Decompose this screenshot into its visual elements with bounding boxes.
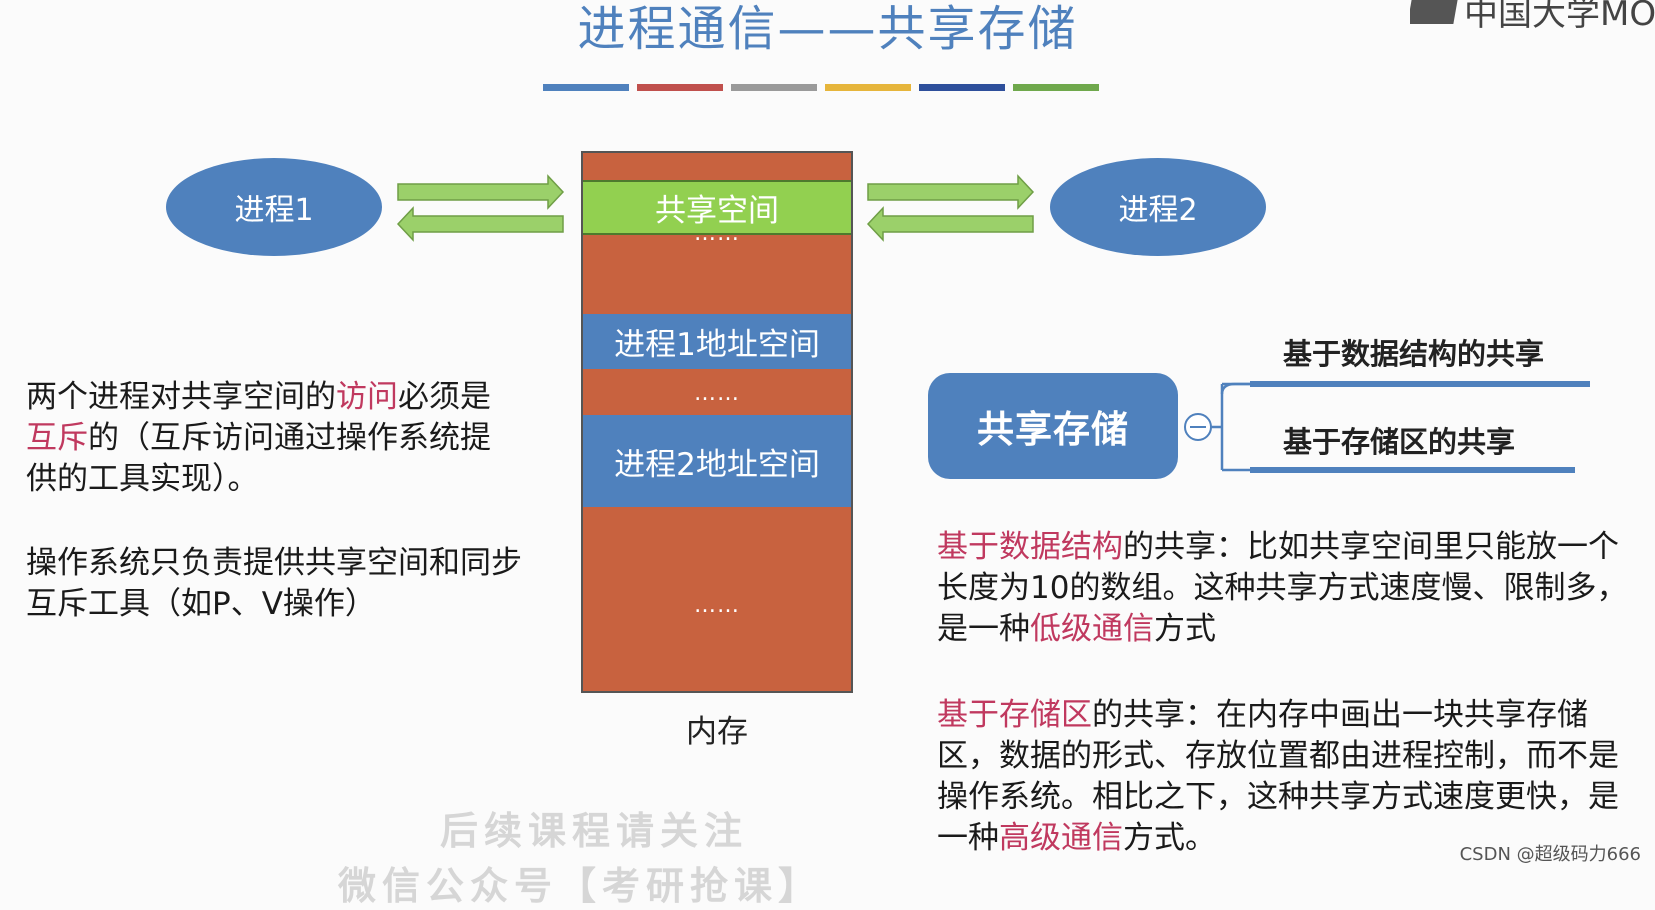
process2-address-space: 进程2地址空间 [583, 415, 851, 507]
highlight-text: 基于存储区 [937, 697, 1092, 733]
highlight-text: 高级通信 [999, 820, 1123, 856]
mindmap-branch-data-structure: 基于数据结构的共享 [1283, 337, 1545, 371]
color-bar [731, 84, 817, 91]
color-bar [919, 84, 1005, 91]
text-run: 的共享：在内存中画出一块共享存储区，数据的形式、存放位置都由进程控制，而不是操作… [937, 697, 1619, 856]
data-structure-sharing-note: 基于数据结构的共享：比如共享空间里只能放一个长度为10的数组。这种共享方式速度慢… [937, 527, 1637, 650]
mindmap-branch-storage-area: 基于存储区的共享 [1283, 425, 1516, 459]
os-role-note: 操作系统只负责提供共享空间和同步互斥工具（如P、V操作） [26, 545, 522, 622]
text-run: 的共享：比如共享空间里只能放一个长度为10的数组。这种共享方式速度慢、限制多，是… [937, 529, 1628, 647]
mooc-logo-text: 中国大学MOOC [1464, 0, 1655, 30]
mooc-watermark-logo: 中国大学MOOC [1410, 0, 1655, 30]
page-title: 进程通信——共享存储 [577, 1, 1078, 57]
process2-ellipse: 进程2 [1050, 158, 1266, 256]
shared-space-segment: 共享空间 [583, 180, 851, 235]
bottom-watermark: 微信公众号【考研抢课】 [338, 864, 823, 908]
mooc-logo-icon [1410, 0, 1459, 24]
highlight-text: 访问 [336, 379, 398, 415]
storage-area-sharing-note: 基于存储区的共享：在内存中画出一块共享存储区，数据的形式、存放位置都由进程控制，… [937, 695, 1637, 859]
arrow-left-icon [396, 206, 564, 242]
highlight-text: 互斥 [26, 420, 88, 456]
memory-block: 共享空间 …… 进程1地址空间 …… 进程2地址空间 …… [581, 151, 853, 693]
color-bar [825, 84, 911, 91]
bottom-watermark: 后续课程请关注 [440, 809, 749, 853]
text-run: 的（互斥访问通过操作系统提供的工具实现）。 [26, 420, 491, 497]
process1-address-space: 进程1地址空间 [583, 314, 851, 369]
memory-label: 内存 [686, 714, 748, 750]
memory-ellipsis: …… [694, 593, 740, 618]
text-run: 方式 [1154, 611, 1216, 647]
text-run: 必须是 [398, 379, 491, 415]
memory-ellipsis: …… [694, 221, 740, 246]
mindmap-root: 共享存储 [928, 373, 1178, 479]
arrow-left-icon [866, 206, 1034, 242]
highlight-text: 基于数据结构 [937, 529, 1123, 565]
text-run: 两个进程对共享空间的 [26, 379, 336, 415]
mutex-access-note: 两个进程对共享空间的访问必须是互斥的（互斥访问通过操作系统提供的工具实现）。 [26, 377, 496, 500]
memory-ellipsis: …… [694, 381, 740, 406]
color-bar [637, 84, 723, 91]
csdn-watermark: CSDN @超级码力666 [1459, 844, 1641, 865]
title-color-bars [543, 84, 1099, 91]
process1-ellipse: 进程1 [166, 158, 382, 256]
arrow-right-icon [867, 174, 1035, 210]
text-run: 方式。 [1123, 820, 1216, 856]
arrow-right-icon [397, 174, 565, 210]
color-bar [1013, 84, 1099, 91]
highlight-text: 低级通信 [1030, 611, 1154, 647]
color-bar [543, 84, 629, 91]
mindmap-connectors [1184, 381, 1590, 473]
